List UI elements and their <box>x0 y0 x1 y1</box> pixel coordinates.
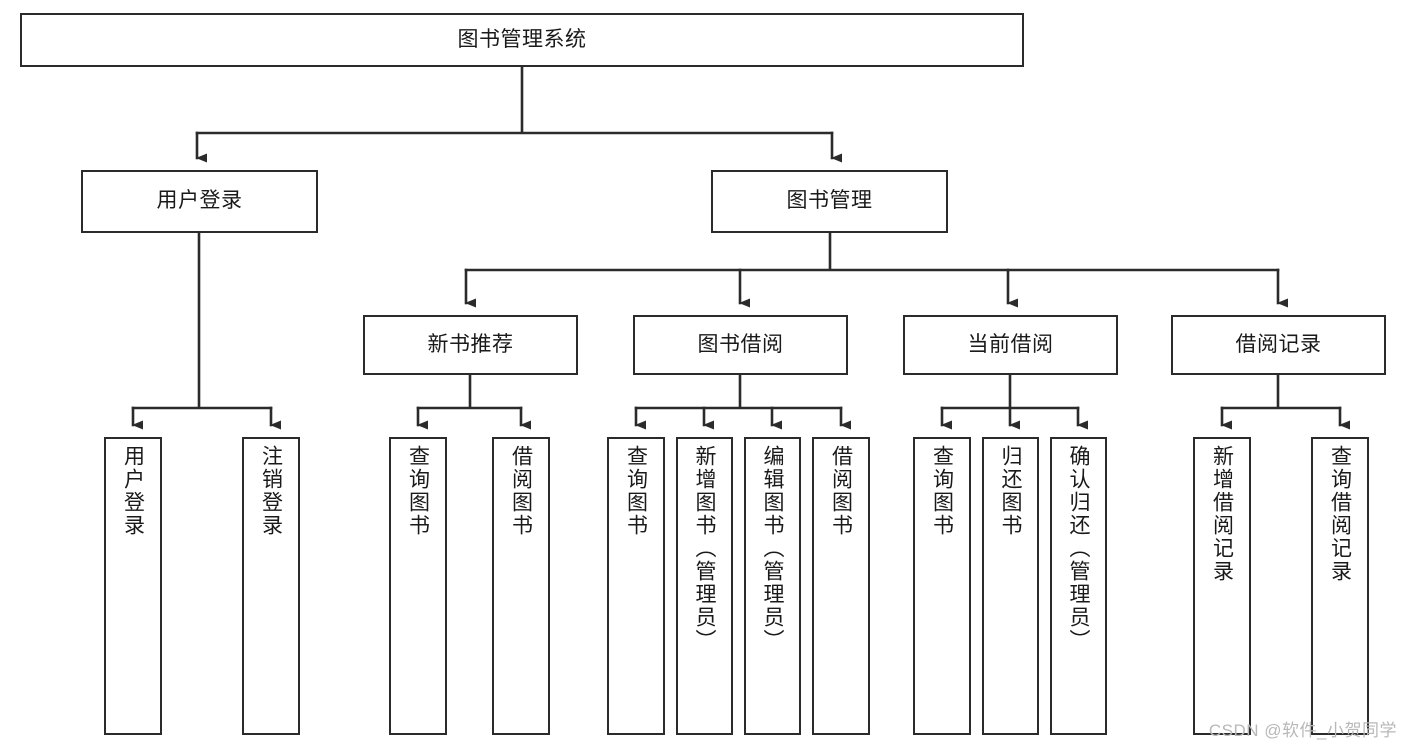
node-leaf-edit-book[interactable]: 编辑图书（管理员） <box>744 437 801 735</box>
edge-book-manage-bus <box>464 231 1280 272</box>
edge-user-login-bus <box>131 231 273 410</box>
edge-book-borrow-bus <box>634 373 843 410</box>
node-leaf-user-login[interactable]: 用户登录 <box>104 437 162 735</box>
node-leaf-query-book-3-label: 查询图书 <box>930 445 954 537</box>
node-book-borrow[interactable]: 图书借阅 <box>633 315 848 375</box>
node-leaf-confirm-return-label: 确认归还（管理员） <box>1067 445 1090 652</box>
node-leaf-borrow-book-2-label: 借阅图书 <box>829 445 853 537</box>
node-leaf-return-book[interactable]: 归还图书 <box>982 437 1039 735</box>
node-root[interactable]: 图书管理系统 <box>20 13 1024 67</box>
node-leaf-edit-book-label: 编辑图书（管理员） <box>761 445 784 652</box>
node-book-manage-label: 图书管理 <box>786 189 873 213</box>
node-leaf-borrow-book-1[interactable]: 借阅图书 <box>492 437 550 735</box>
node-leaf-return-book-label: 归还图书 <box>999 445 1022 537</box>
node-current-borrow[interactable]: 当前借阅 <box>903 315 1118 375</box>
node-user-login-label: 用户登录 <box>156 189 243 213</box>
edge-borrow-record-bus <box>1220 373 1342 410</box>
node-leaf-query-record[interactable]: 查询借阅记录 <box>1311 437 1369 735</box>
node-leaf-add-record[interactable]: 新增借阅记录 <box>1193 437 1251 735</box>
node-leaf-query-record-label: 查询借阅记录 <box>1328 445 1352 583</box>
node-user-login[interactable]: 用户登录 <box>81 170 318 233</box>
node-leaf-user-login-label: 用户登录 <box>121 445 145 537</box>
node-leaf-query-book-2[interactable]: 查询图书 <box>607 437 665 735</box>
edge-root-bus <box>195 65 834 135</box>
node-book-borrow-label: 图书借阅 <box>697 332 784 356</box>
node-root-label: 图书管理系统 <box>457 27 587 51</box>
node-leaf-logout-login[interactable]: 注销登录 <box>242 437 300 735</box>
node-leaf-add-book-label: 新增图书（管理员） <box>693 445 716 652</box>
node-leaf-confirm-return[interactable]: 确认归还（管理员） <box>1050 437 1107 735</box>
node-leaf-query-book-3[interactable]: 查询图书 <box>913 437 971 735</box>
node-book-manage[interactable]: 图书管理 <box>711 170 948 233</box>
node-leaf-add-record-label: 新增借阅记录 <box>1210 445 1234 583</box>
node-leaf-add-book[interactable]: 新增图书（管理员） <box>676 437 733 735</box>
node-leaf-borrow-book-1-label: 借阅图书 <box>509 445 533 537</box>
edge-new-book-recommend-bus <box>416 373 523 410</box>
node-leaf-query-book-1-label: 查询图书 <box>406 445 430 537</box>
node-borrow-record[interactable]: 借阅记录 <box>1171 315 1386 375</box>
edge-current-borrow-bus <box>940 373 1080 410</box>
node-leaf-borrow-book-2[interactable]: 借阅图书 <box>812 437 870 735</box>
node-new-book-recommend-label: 新书推荐 <box>427 332 514 356</box>
node-borrow-record-label: 借阅记录 <box>1235 332 1322 356</box>
node-new-book-recommend[interactable]: 新书推荐 <box>363 315 578 375</box>
node-leaf-query-book-2-label: 查询图书 <box>624 445 648 537</box>
node-leaf-query-book-1[interactable]: 查询图书 <box>389 437 447 735</box>
node-leaf-logout-login-label: 注销登录 <box>259 445 283 537</box>
node-current-borrow-label: 当前借阅 <box>967 332 1054 356</box>
